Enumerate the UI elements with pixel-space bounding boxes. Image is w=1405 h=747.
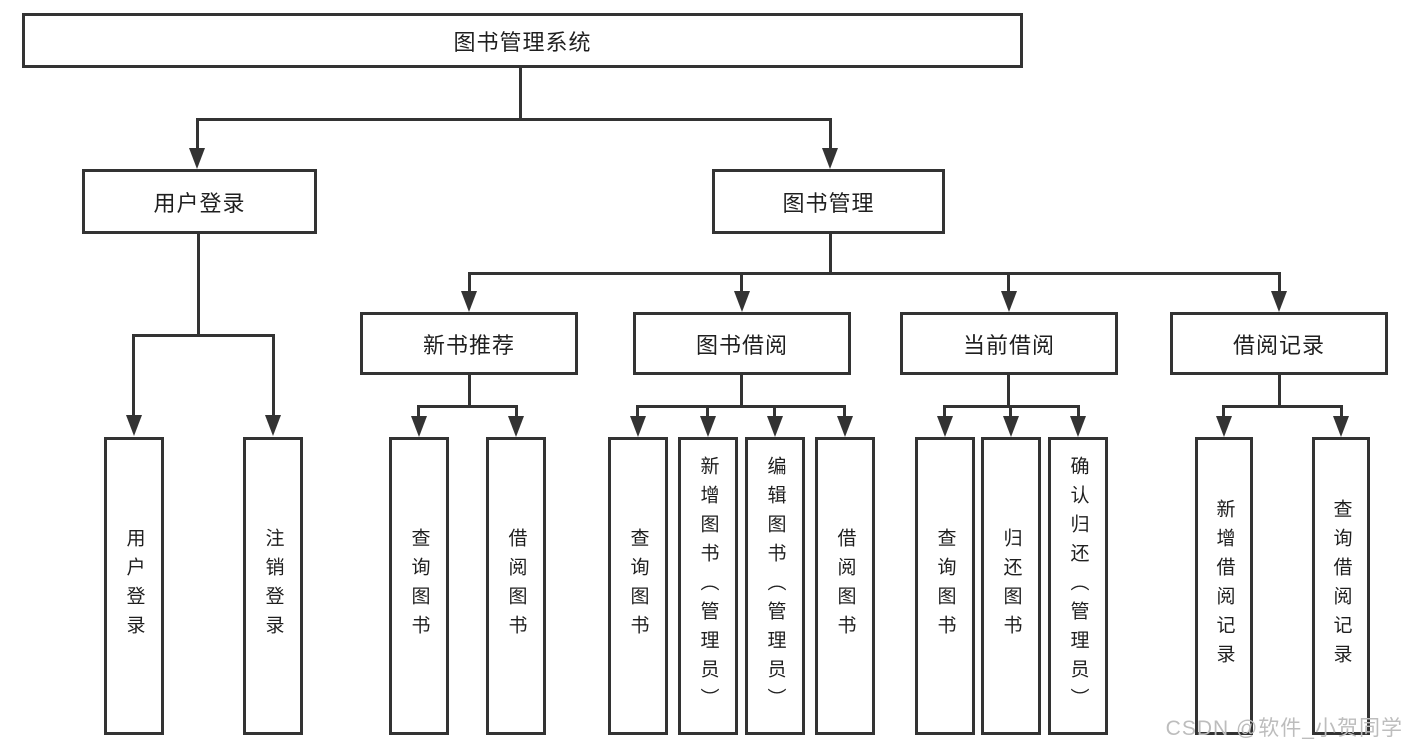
leaf-borrow-books-recommend: 借阅图书 <box>486 437 546 735</box>
connector-drop <box>773 405 776 418</box>
connector-drop <box>706 405 709 418</box>
leaf-label: 用户登录 <box>123 528 145 644</box>
arrowhead-down-icon <box>1271 291 1287 312</box>
node-user-login-branch: 用户登录 <box>82 169 317 234</box>
connector-drop <box>1278 272 1281 293</box>
leaf-label: 归还图书 <box>1000 528 1022 644</box>
connector-bus <box>636 405 846 408</box>
node-label: 当前借阅 <box>962 332 1055 358</box>
node-root-label: 图书管理系统 <box>453 29 592 55</box>
connector-stem <box>740 375 743 408</box>
connector-stem <box>1007 375 1010 408</box>
leaf-label: 查询借阅记录 <box>1330 499 1352 673</box>
leaf-query-books-current: 查询图书 <box>915 437 975 735</box>
connector-drop <box>636 405 639 418</box>
leaf-label: 新增图书（管理员） <box>697 455 719 717</box>
connector-drop <box>132 334 135 418</box>
connector-drop <box>829 118 832 151</box>
node-label: 用户登录 <box>153 190 246 216</box>
arrowhead-down-icon <box>508 416 524 437</box>
node-current-borrow: 当前借阅 <box>900 312 1118 375</box>
leaf-return-books: 归还图书 <box>981 437 1041 735</box>
node-label: 图书管理 <box>782 190 875 216</box>
node-label: 新书推荐 <box>422 332 515 358</box>
leaf-confirm-return-admin: 确认归还（管理员） <box>1048 437 1108 735</box>
leaf-add-books-admin: 新增图书（管理员） <box>678 437 738 735</box>
arrowhead-down-icon <box>700 416 716 437</box>
connector-drop <box>196 118 199 151</box>
leaf-label: 查询图书 <box>627 528 649 644</box>
connector-drop <box>1340 405 1343 418</box>
arrowhead-down-icon <box>767 416 783 437</box>
leaf-user-login: 用户登录 <box>104 437 164 735</box>
node-label: 图书借阅 <box>695 332 788 358</box>
connector-drop <box>468 272 471 293</box>
leaf-label: 注销登录 <box>262 528 284 644</box>
connector-drop <box>1077 405 1080 418</box>
leaf-query-books-recommend: 查询图书 <box>389 437 449 735</box>
arrowhead-down-icon <box>265 415 281 436</box>
leaf-label: 编辑图书（管理员） <box>764 455 786 717</box>
connector-bus <box>417 405 518 408</box>
node-borrow-record: 借阅记录 <box>1170 312 1388 375</box>
leaf-label: 借阅图书 <box>505 528 527 644</box>
arrowhead-down-icon <box>937 416 953 437</box>
connector-drop <box>843 405 846 418</box>
leaf-borrow-books: 借阅图书 <box>815 437 875 735</box>
connector-drop <box>272 334 275 418</box>
csdn-watermark: CSDN @软件_小贺同学 <box>1165 717 1403 740</box>
arrowhead-down-icon <box>411 416 427 437</box>
leaf-edit-books-admin: 编辑图书（管理员） <box>745 437 805 735</box>
connector-stem <box>1278 375 1281 408</box>
leaf-label: 借阅图书 <box>834 528 856 644</box>
connector-drop <box>1007 272 1010 293</box>
leaf-add-borrow-record: 新增借阅记录 <box>1195 437 1253 735</box>
arrowhead-down-icon <box>1070 416 1086 437</box>
connector-drop <box>740 272 743 293</box>
connector-drop <box>515 405 518 418</box>
leaf-query-books-borrow: 查询图书 <box>608 437 668 735</box>
connector-drop <box>943 405 946 418</box>
arrowhead-down-icon <box>1216 416 1232 437</box>
arrowhead-down-icon <box>1001 291 1017 312</box>
connector-bus <box>1222 405 1343 408</box>
connector-stem <box>519 68 522 121</box>
leaf-label: 新增借阅记录 <box>1213 499 1235 673</box>
arrowhead-down-icon <box>461 291 477 312</box>
arrowhead-down-icon <box>630 416 646 437</box>
leaf-query-borrow-record: 查询借阅记录 <box>1312 437 1370 735</box>
node-book-management-branch: 图书管理 <box>712 169 945 234</box>
connector-drop <box>1009 405 1012 418</box>
connector-stem <box>197 234 200 337</box>
arrowhead-down-icon <box>734 291 750 312</box>
leaf-logout: 注销登录 <box>243 437 303 735</box>
connector-stem <box>829 234 832 275</box>
arrowhead-down-icon <box>189 148 205 169</box>
leaf-label: 确认归还（管理员） <box>1067 455 1089 717</box>
connector-bus <box>132 334 275 337</box>
connector-bus <box>468 272 1281 275</box>
node-book-borrow: 图书借阅 <box>633 312 851 375</box>
arrowhead-down-icon <box>1333 416 1349 437</box>
leaf-label: 查询图书 <box>408 528 430 644</box>
arrowhead-down-icon <box>822 148 838 169</box>
node-label: 借阅记录 <box>1232 332 1325 358</box>
connector-bus <box>196 118 832 121</box>
node-new-book-recommend: 新书推荐 <box>360 312 578 375</box>
leaf-label: 查询图书 <box>934 528 956 644</box>
arrowhead-down-icon <box>126 415 142 436</box>
node-root: 图书管理系统 <box>22 13 1023 68</box>
arrowhead-down-icon <box>837 416 853 437</box>
connector-drop <box>1222 405 1225 418</box>
connector-drop <box>417 405 420 418</box>
arrowhead-down-icon <box>1003 416 1019 437</box>
connector-stem <box>468 375 471 408</box>
